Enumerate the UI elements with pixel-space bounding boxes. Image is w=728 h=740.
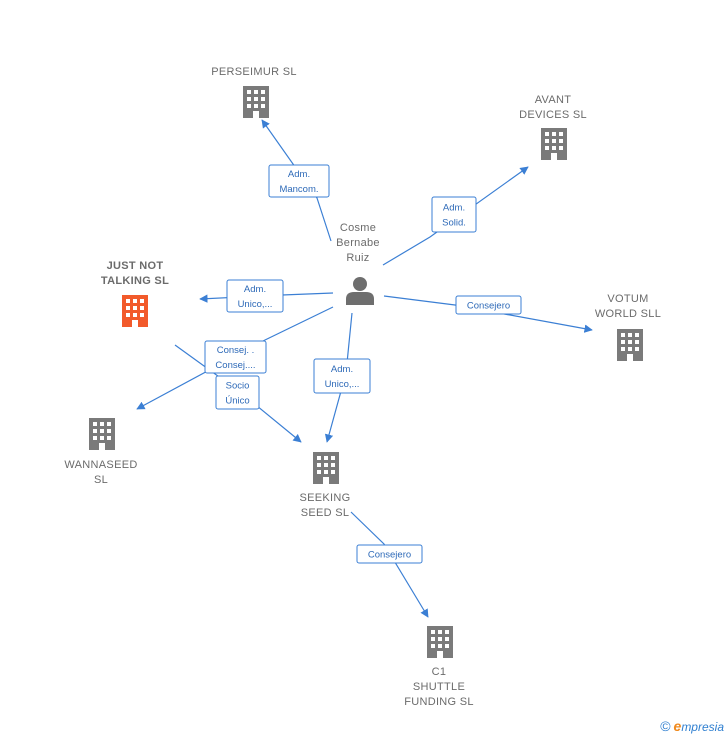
edge-label-cosme-to-justnot[interactable]: Adm. Unico,... bbox=[226, 279, 284, 313]
node-label: DEVICES SL bbox=[519, 109, 587, 121]
brand-logo-e: e bbox=[673, 718, 682, 734]
edge-label-text: Socio bbox=[226, 381, 250, 392]
edge-label-text: Único bbox=[225, 396, 249, 407]
node-avant[interactable]: AVANT DEVICES SL bbox=[519, 94, 587, 160]
edge-label-box bbox=[204, 340, 267, 374]
edge-label-cosme-to-avant[interactable]: Adm. Solid. bbox=[431, 196, 477, 233]
building-icon bbox=[427, 626, 453, 658]
edge-cosme-to-avant bbox=[382, 166, 529, 266]
building-icon bbox=[89, 418, 115, 450]
node-seeking[interactable]: SEEKING SEED SL bbox=[299, 452, 350, 519]
node-wannaseed[interactable]: WANNASEED SL bbox=[64, 418, 137, 486]
node-label: C1 bbox=[432, 666, 447, 678]
edge-label-text: Mancom. bbox=[279, 184, 318, 195]
node-label: FUNDING SL bbox=[404, 696, 474, 708]
node-label: JUST NOT bbox=[107, 260, 164, 272]
edge-label-text: Adm. bbox=[288, 169, 310, 180]
node-label: SEEKING bbox=[299, 492, 350, 504]
edge-label-text: Consej.... bbox=[215, 360, 255, 371]
node-label: PERSEIMUR SL bbox=[211, 66, 297, 78]
person-icon bbox=[346, 277, 374, 305]
node-label: AVANT bbox=[535, 94, 572, 106]
edge-label-text: Consej. . bbox=[217, 345, 255, 356]
edge-label-box bbox=[356, 544, 423, 564]
node-perseimur[interactable]: PERSEIMUR SL bbox=[211, 66, 297, 118]
edge-label-text: Adm. bbox=[443, 203, 465, 214]
edge-label-text: Consejero bbox=[467, 301, 510, 312]
building-icon bbox=[122, 295, 148, 327]
node-justnot[interactable]: JUST NOT TALKING SL bbox=[101, 260, 169, 327]
node-label: Ruiz bbox=[346, 252, 369, 264]
node-label: VOTUM bbox=[607, 293, 648, 305]
node-label: Bernabe bbox=[336, 237, 380, 249]
edge-label-cosme-to-seeking[interactable]: Adm. Unico,... bbox=[313, 358, 371, 394]
edge-label-cosme-to-wannaseed[interactable]: Consej. . Consej.... bbox=[204, 340, 267, 374]
building-icon bbox=[617, 329, 643, 361]
building-icon bbox=[243, 86, 269, 118]
edge-label-text: Unico,... bbox=[325, 379, 360, 390]
building-icon bbox=[541, 128, 567, 160]
node-label: SL bbox=[94, 474, 108, 486]
edge-cosme-to-perseimur bbox=[261, 119, 332, 242]
edge-label-seeking-to-c1[interactable]: Consejero bbox=[356, 544, 423, 564]
node-votum[interactable]: VOTUM WORLD SLL bbox=[595, 293, 661, 361]
edge-label-box bbox=[215, 375, 260, 410]
copyright-icon: © bbox=[660, 718, 671, 734]
edge-seeking-to-c1 bbox=[350, 511, 429, 618]
edge-label-box bbox=[431, 196, 477, 233]
edge-label-box bbox=[226, 279, 284, 313]
edge-label-text: Adm. bbox=[244, 284, 266, 295]
edge-label-cosme-to-votum[interactable]: Consejero bbox=[455, 295, 522, 315]
node-label: TALKING SL bbox=[101, 275, 169, 287]
edge-label-box bbox=[455, 295, 522, 315]
node-label: Cosme bbox=[340, 222, 376, 234]
node-label: WORLD SLL bbox=[595, 308, 661, 320]
edge-label-text: Solid. bbox=[442, 218, 466, 229]
edge-cosme-to-votum bbox=[383, 295, 593, 333]
node-label: SEED SL bbox=[301, 507, 350, 519]
node-label: SHUTTLE bbox=[413, 681, 465, 693]
edge-label-box bbox=[268, 164, 330, 198]
edge-label-cosme-to-perseimur[interactable]: Adm. Mancom. bbox=[268, 164, 330, 198]
edge-cosme-to-wannaseed bbox=[136, 306, 334, 410]
edge-label-text: Adm. bbox=[331, 364, 353, 375]
edge-label-box bbox=[313, 358, 371, 394]
node-label: WANNASEED bbox=[64, 459, 137, 471]
footer-brand: ©empresia bbox=[660, 718, 724, 734]
building-icon bbox=[313, 452, 339, 484]
edge-label-text: Unico,... bbox=[238, 299, 273, 310]
edge-label-text: Consejero bbox=[368, 550, 411, 561]
brand-logo-text: mpresia bbox=[681, 720, 724, 734]
